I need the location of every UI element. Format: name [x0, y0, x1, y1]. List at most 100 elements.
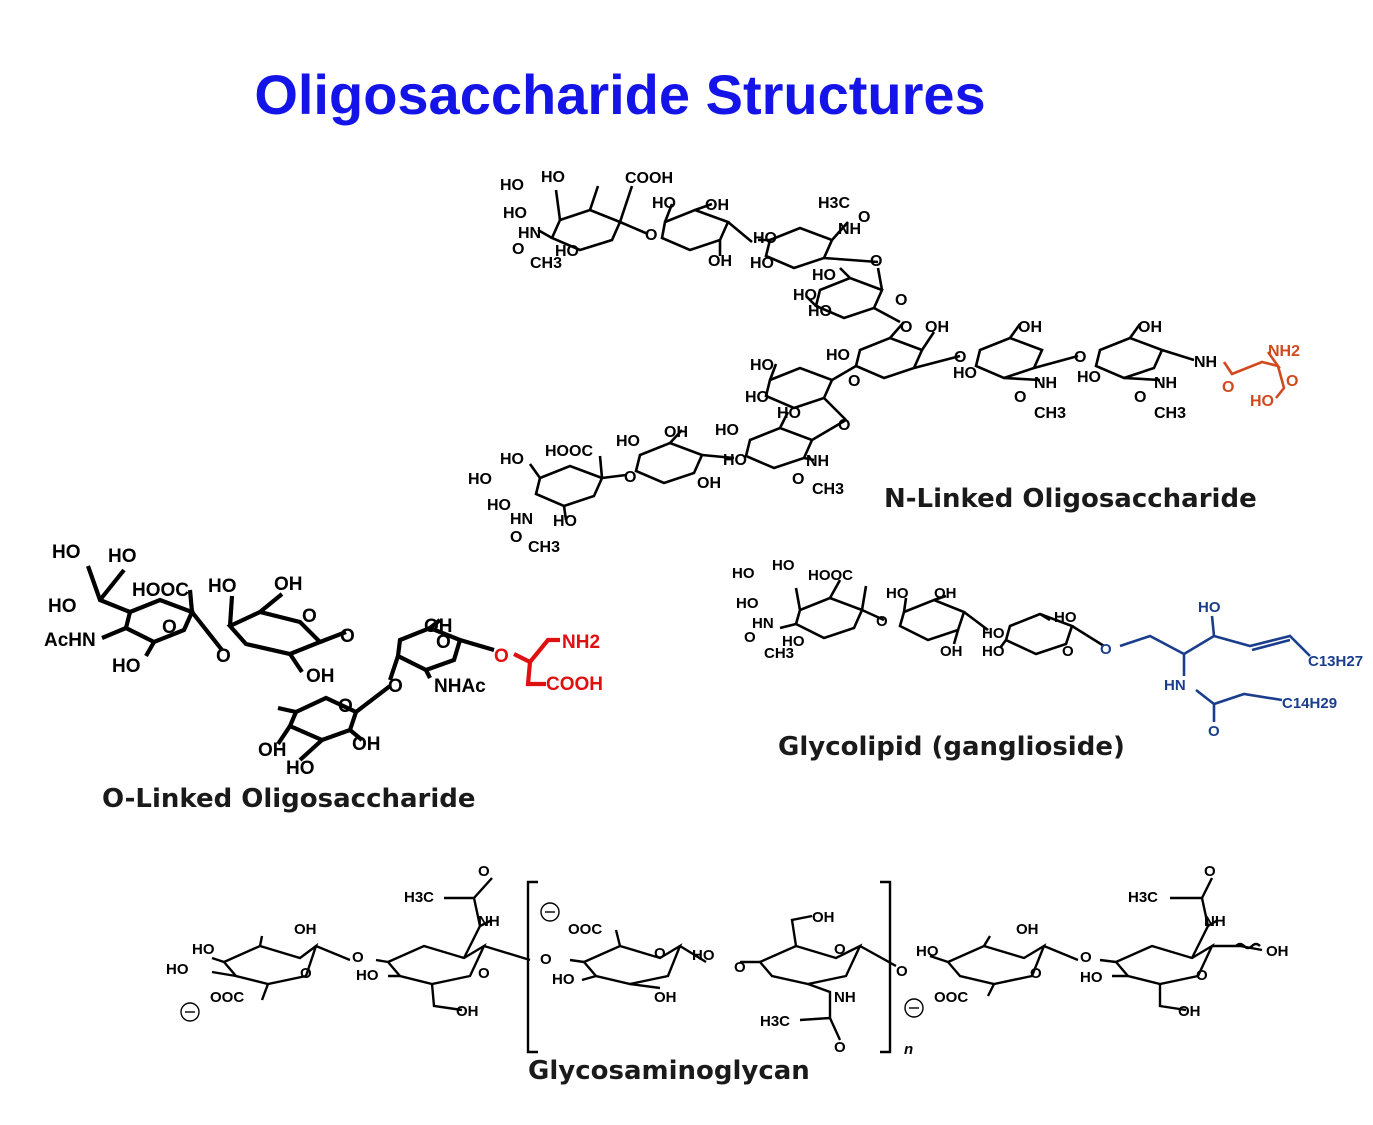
repeat-n: n — [904, 1041, 913, 1058]
page-title: Oligosaccharide Structures — [254, 63, 986, 126]
label-o: O — [645, 227, 657, 244]
label-o: O — [1080, 949, 1092, 966]
label-o: O — [1286, 373, 1298, 390]
label-o: O — [900, 319, 912, 336]
label-ho: HO — [812, 267, 836, 284]
label-o: O — [1030, 965, 1042, 982]
o-linked-serine — [513, 637, 560, 687]
label-ho: HO — [1077, 369, 1101, 386]
label-oh: OH — [352, 734, 381, 755]
label-o: O — [216, 646, 231, 667]
label-o: O — [954, 349, 966, 366]
label-hn: HN — [518, 225, 541, 242]
label-o: O — [896, 963, 908, 980]
label-ho: HO — [750, 255, 774, 272]
label-oh: OH — [1178, 1003, 1201, 1020]
o-linked-labels: HO HO HOOC HO OH HO AcHN HO O O O O OH O… — [44, 542, 486, 779]
n-linked-asparagine — [1222, 351, 1286, 399]
label-oh: OH — [664, 424, 688, 441]
label-o: O — [624, 469, 636, 486]
label-o: O — [834, 1039, 846, 1056]
label-nh: NH — [806, 453, 829, 470]
label-o: O — [478, 965, 490, 982]
label-ho: HO — [808, 303, 832, 320]
label-ho: HO — [793, 287, 817, 304]
n-linked-asn-labels: NH2 O O HO — [1222, 343, 1300, 410]
label-nh: NH — [838, 221, 861, 238]
o-linked-ser-labels: O NH2 COOH — [494, 632, 603, 695]
label-oh: OH — [274, 574, 303, 595]
label-o: O — [478, 863, 490, 880]
label-oh: OH — [940, 643, 963, 660]
label-o: O — [1222, 379, 1234, 396]
label-nh2: NH2 — [1268, 343, 1300, 360]
n-linked-structure — [528, 185, 1195, 521]
label-ho: HO — [982, 625, 1005, 642]
label-ho: HO — [108, 546, 137, 567]
label-ho: HO — [753, 230, 777, 247]
label-nh: NH — [1204, 913, 1226, 930]
label-nhac: NHAc — [434, 676, 486, 697]
label-ho: HO — [552, 971, 575, 988]
label-ho: HO — [982, 643, 1005, 660]
label-o: O — [302, 606, 317, 627]
label-o: O — [338, 696, 353, 717]
label-ch3: CH3 — [764, 645, 794, 662]
label-o: O — [352, 949, 364, 966]
label-oh: OH — [812, 909, 835, 926]
label-ho: HO — [356, 967, 379, 984]
label-ho: HO — [736, 595, 759, 612]
label-nh: NH — [1154, 375, 1177, 392]
label-o: O — [388, 676, 403, 697]
label-o: O — [512, 241, 524, 258]
label-ho: HO — [772, 557, 795, 574]
label-o: O — [744, 629, 756, 646]
label-o: O — [734, 959, 746, 976]
label-nh2: NH2 — [562, 632, 600, 653]
label-cooh: COOH — [546, 674, 603, 695]
label-nh: NH — [834, 989, 856, 1006]
label-o: O — [510, 529, 522, 546]
label-o: O — [494, 646, 509, 667]
label-ho: HO — [48, 596, 77, 617]
caption-n-linked: N-Linked Oligosaccharide — [884, 484, 1257, 514]
label-ch3: CH3 — [1034, 405, 1066, 422]
label-ho: HO — [616, 433, 640, 450]
label-oh: OH — [294, 921, 317, 938]
label-ho: HO — [208, 576, 237, 597]
label-ho: HO — [723, 452, 747, 469]
label-c13h27: C13H27 — [1308, 653, 1363, 670]
label-ho: HO — [500, 177, 524, 194]
label-o: O — [654, 945, 666, 962]
label-ho: HO — [750, 357, 774, 374]
label-oh: OH — [258, 740, 287, 761]
label-o: O — [834, 941, 846, 958]
label-oh: OH — [1016, 921, 1039, 938]
label-c14h29: C14H29 — [1282, 695, 1337, 712]
label-cooh: COOH — [625, 170, 673, 187]
label-oh: OH — [708, 253, 732, 270]
label-oh: OH — [925, 319, 949, 336]
label-o: O — [870, 253, 882, 270]
label-oh: OH — [424, 616, 453, 637]
label-o: O — [876, 613, 888, 630]
label-o: O — [540, 951, 552, 968]
label-oh: OH — [1018, 319, 1042, 336]
glycolipid-lipid-labels: O HO C13H27 HN C14H29 O — [1100, 599, 1363, 740]
label-oh: OH — [697, 475, 721, 492]
label-hn: HN — [752, 615, 774, 632]
glycolipid-ceramide — [1119, 615, 1311, 722]
gag-structure — [211, 877, 1263, 1054]
label-ho: HO — [192, 941, 215, 958]
label-o: O — [1014, 389, 1026, 406]
label-ho: HO — [500, 451, 524, 468]
label-ho: HO — [468, 471, 492, 488]
label-oh: OH — [654, 989, 677, 1006]
label-h3c: H3C — [404, 889, 434, 906]
label-ho: HO — [286, 758, 315, 779]
label-hn: HN — [510, 511, 533, 528]
label-o: O — [1062, 643, 1074, 660]
label-ho: HO — [916, 943, 939, 960]
